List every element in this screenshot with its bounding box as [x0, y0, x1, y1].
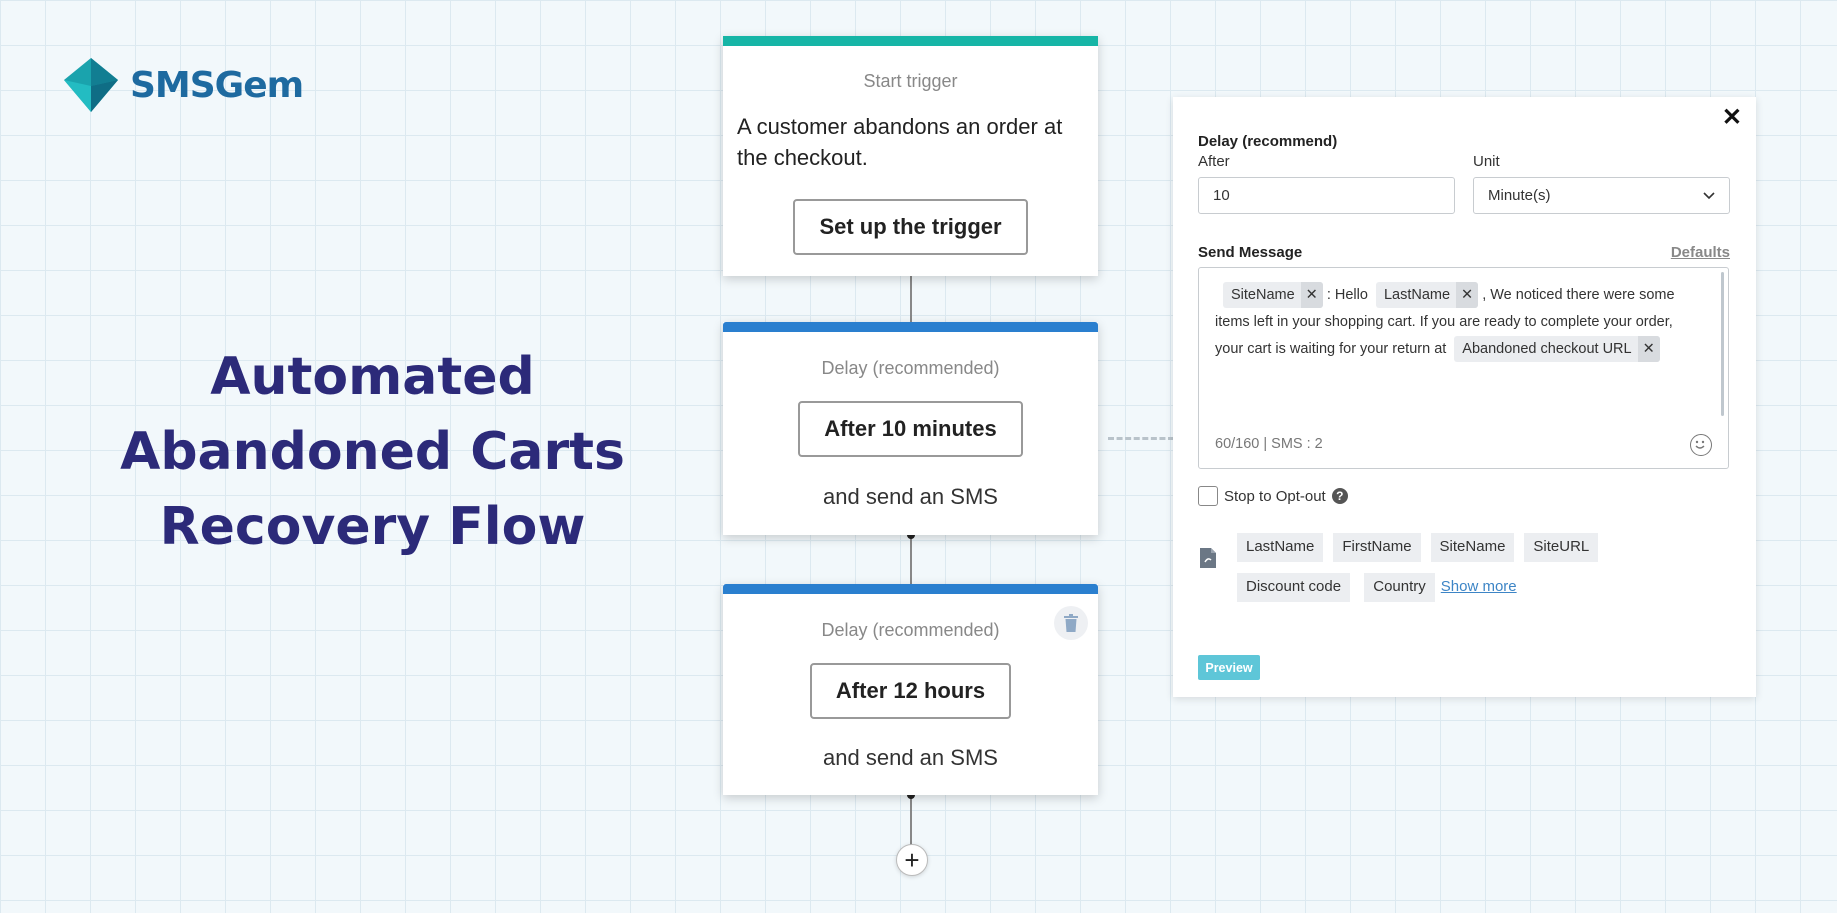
chip-label: LastName	[1383, 287, 1451, 303]
variable-chip: SiteName ✕	[1223, 282, 1323, 308]
scrollbar[interactable]	[1721, 272, 1724, 416]
variable-site-name[interactable]: SiteName	[1430, 532, 1515, 562]
delay-title: Delay (recommended)	[821, 620, 1000, 640]
brand: SMSGem	[62, 56, 304, 114]
chevron-down-icon	[1703, 191, 1715, 199]
connector-dot	[907, 791, 915, 799]
chip-remove-icon[interactable]: ✕	[1300, 282, 1323, 308]
connector-dot	[907, 531, 915, 539]
trigger-title: Start trigger	[863, 71, 958, 91]
headline-line-3: Recovery Flow	[159, 497, 586, 557]
message-text: , We noticed there were some items left …	[1215, 287, 1675, 357]
brand-name: SMSGem	[130, 64, 304, 106]
close-icon[interactable]: ✕	[1721, 104, 1742, 131]
trigger-description: A customer abandons an order at the chec…	[737, 114, 1063, 170]
trigger-card: Start trigger A customer abandons an ord…	[723, 36, 1098, 276]
delay-card-bar	[723, 322, 1098, 332]
after-label: After	[1198, 153, 1230, 170]
defaults-link[interactable]: Defaults	[1670, 244, 1730, 261]
unit-select-value: Minute(s)	[1488, 187, 1551, 204]
headline-line-2: Abandoned Carts	[120, 422, 625, 482]
delay-card-1[interactable]: Delay (recommended) After 10 minutes and…	[723, 322, 1098, 535]
variable-chip: LastName ✕	[1375, 282, 1479, 308]
variable-chip: Abandoned checkout URL ✕	[1454, 336, 1660, 362]
variable-site-url[interactable]: SiteURL	[1524, 532, 1599, 562]
flow-connector	[910, 795, 912, 857]
character-counter: 60/160 | SMS : 2	[1215, 436, 1323, 452]
delete-step-button[interactable]	[1054, 606, 1088, 640]
chip-label: SiteName	[1231, 287, 1295, 303]
headline: Automated Abandoned Carts Recovery Flow	[100, 340, 645, 565]
panel-connector	[1108, 437, 1174, 440]
variable-first-name[interactable]: FirstName	[1333, 532, 1421, 562]
message-text: : Hello	[1326, 287, 1368, 303]
delay-card-2[interactable]: Delay (recommended) After 12 hours and s…	[723, 584, 1098, 795]
emoji-icon[interactable]	[1690, 434, 1712, 456]
unit-label: Unit	[1473, 153, 1500, 170]
flow-connector	[910, 535, 912, 593]
delay-sub: and send an SMS	[823, 745, 998, 770]
after-input[interactable]: 10	[1198, 177, 1455, 214]
variables-attach-icon[interactable]	[1199, 547, 1217, 573]
variable-country[interactable]: Country	[1364, 572, 1435, 602]
chip-label: Abandoned checkout URL	[1462, 341, 1632, 357]
delay-after-10-minutes-button[interactable]: After 10 minutes	[798, 401, 1023, 457]
variable-discount-code[interactable]: Discount code	[1237, 572, 1351, 602]
trigger-card-bar	[723, 36, 1098, 46]
show-more-link[interactable]: Show more	[1440, 578, 1517, 595]
headline-line-1: Automated	[210, 347, 535, 407]
delay-card-bar	[723, 584, 1098, 594]
flow-connector	[910, 276, 912, 332]
chip-remove-icon[interactable]: ✕	[1456, 282, 1479, 308]
file-icon	[1200, 548, 1216, 568]
add-step-button[interactable]: +	[896, 844, 928, 876]
diamond-logo-icon	[64, 58, 118, 112]
preview-button[interactable]: Preview	[1198, 655, 1260, 680]
set-up-trigger-button[interactable]: Set up the trigger	[793, 199, 1028, 255]
delay-settings-panel: ✕ Delay (recommend) After Unit 10 Minute…	[1173, 97, 1756, 697]
after-input-value: 10	[1213, 187, 1230, 204]
send-message-label: Send Message	[1198, 244, 1303, 261]
opt-out-checkbox[interactable]	[1198, 486, 1218, 506]
delay-after-12-hours-button[interactable]: After 12 hours	[809, 663, 1012, 719]
opt-out-label: Stop to Opt-out	[1224, 487, 1326, 505]
unit-select[interactable]: Minute(s)	[1473, 177, 1730, 214]
trash-icon	[1064, 614, 1078, 632]
delay-section-title: Delay (recommend)	[1198, 133, 1338, 150]
smile-icon	[1695, 440, 1704, 449]
delay-title: Delay (recommended)	[821, 358, 1000, 378]
help-icon[interactable]: ?	[1331, 488, 1348, 504]
delay-sub: and send an SMS	[823, 484, 998, 509]
variable-last-name[interactable]: LastName	[1237, 532, 1324, 562]
chip-remove-icon[interactable]: ✕	[1637, 336, 1660, 362]
opt-out-row: Stop to Opt-out ?	[1198, 486, 1348, 506]
variables-list: LastName FirstName SiteName SiteURL Discount…	[1237, 527, 1717, 607]
